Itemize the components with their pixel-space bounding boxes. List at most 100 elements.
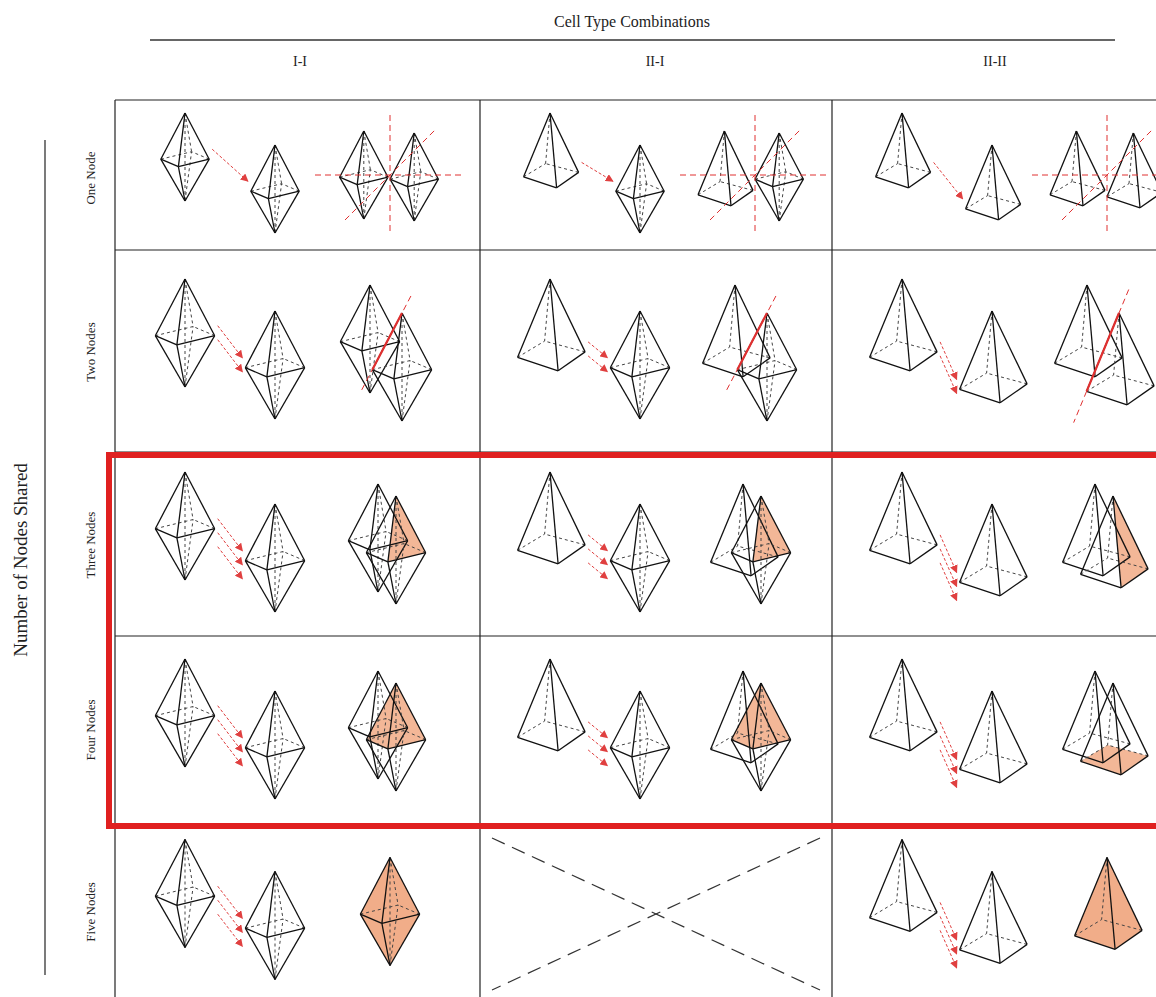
empty-cell-cross: [492, 838, 820, 990]
assembly-arrow: [588, 549, 607, 565]
polyhedron: [155, 472, 214, 580]
assembly-arrow: [588, 356, 607, 372]
polyhedron: [966, 145, 1021, 220]
polyhedron: [870, 279, 938, 371]
polyhedron: [360, 858, 419, 966]
polyhedron: [870, 840, 938, 932]
shared-face: [1113, 496, 1148, 588]
polyhedron: [524, 113, 579, 188]
assembly-arrow: [940, 930, 957, 967]
row-header: Five Nodes: [83, 880, 98, 944]
polyhedron: [731, 496, 790, 604]
polyhedron: [245, 872, 304, 980]
shared-face: [1081, 745, 1149, 775]
shared-face: [1075, 858, 1143, 950]
shared-face: [388, 496, 426, 562]
assembly-arrow: [218, 326, 243, 358]
polyhedron: [366, 496, 425, 604]
polyhedron: [251, 145, 299, 233]
assembly-arrow: [588, 736, 607, 752]
rotation-axis: [1087, 313, 1119, 391]
polyhedron: [1107, 133, 1156, 208]
polyhedron: [245, 504, 304, 612]
row-header: Two Nodes: [83, 320, 98, 383]
assembly-arrow: [934, 162, 963, 198]
polyhedron: [390, 133, 438, 221]
shared-face: [360, 858, 419, 966]
assembly-arrow: [218, 533, 243, 565]
polyhedron: [518, 472, 586, 564]
row-header: Three Nodes: [83, 510, 98, 581]
polyhedron: [1081, 683, 1149, 775]
assembly-arrow: [588, 750, 607, 766]
column-header: II-II: [981, 54, 1008, 70]
polyhedron: [245, 311, 304, 419]
polyhedron: [610, 691, 669, 799]
assembly-arrow: [940, 563, 957, 600]
assembly-arrow: [218, 734, 243, 766]
polyhedron: [698, 131, 753, 206]
polyhedron: [155, 279, 214, 387]
polyhedron: [518, 279, 586, 371]
polyhedron: [161, 113, 209, 201]
polyhedron: [1063, 671, 1131, 763]
assembly-arrow: [940, 356, 957, 393]
polyhedron: [1050, 131, 1105, 206]
polyhedron: [1063, 484, 1131, 576]
polyhedron: [737, 313, 796, 421]
column-header: II-I: [644, 54, 667, 70]
assembly-arrow: [588, 535, 607, 551]
polyhedron: [245, 691, 304, 799]
column-header: I-I: [291, 54, 309, 70]
assembly-arrow: [582, 162, 613, 181]
polyhedron: [1075, 858, 1143, 950]
polyhedron: [960, 872, 1028, 964]
header-rule: [150, 39, 1115, 40]
polyhedron: [610, 504, 669, 612]
polyhedron: [610, 311, 669, 419]
polyhedron: [960, 691, 1028, 783]
rotation-axis: [1032, 175, 1156, 176]
assembly-arrow: [588, 563, 607, 579]
assembly-arrow: [588, 342, 607, 358]
highlight-frame: [109, 455, 1156, 826]
polyhedron: [960, 311, 1028, 403]
assembly-arrow: [212, 149, 248, 181]
polyhedron: [1081, 496, 1149, 588]
assembly-arrow: [218, 914, 243, 946]
polyhedron: [870, 659, 938, 751]
assembly-arrow: [218, 547, 243, 579]
row-header: Four Nodes: [83, 697, 98, 762]
header-title: Cell Type Combinations: [552, 13, 712, 31]
assembly-arrow: [218, 900, 243, 932]
assembly-arrow: [588, 722, 607, 738]
assembly-arrow: [218, 706, 243, 738]
polyhedron: [1087, 313, 1155, 405]
polyhedron: [616, 145, 664, 233]
polyhedron: [876, 113, 931, 188]
assembly-arrow: [218, 519, 243, 551]
assembly-arrow: [218, 340, 243, 372]
polyhedron: [731, 683, 790, 791]
polyhedron: [366, 683, 425, 791]
rotation-axis: [1074, 290, 1129, 423]
assembly-arrow: [218, 886, 243, 918]
polyhedron: [703, 285, 771, 377]
polyhedron: [870, 472, 938, 564]
polyhedron: [155, 840, 214, 948]
polyhedron: [155, 659, 214, 767]
polyhedron: [340, 285, 399, 393]
polyhedron: [711, 671, 779, 763]
polyhedron: [518, 659, 586, 751]
assembly-arrow: [940, 750, 957, 787]
cell-borders: [115, 100, 1156, 997]
rotation-axis: [345, 130, 435, 220]
row-header: One Node: [83, 149, 98, 206]
polyhedron: [372, 313, 431, 421]
rotation-axis: [725, 296, 775, 392]
rotation-axis: [360, 296, 410, 392]
side-rule: [44, 140, 45, 975]
axis-title: Number of Nodes Shared: [10, 461, 31, 659]
